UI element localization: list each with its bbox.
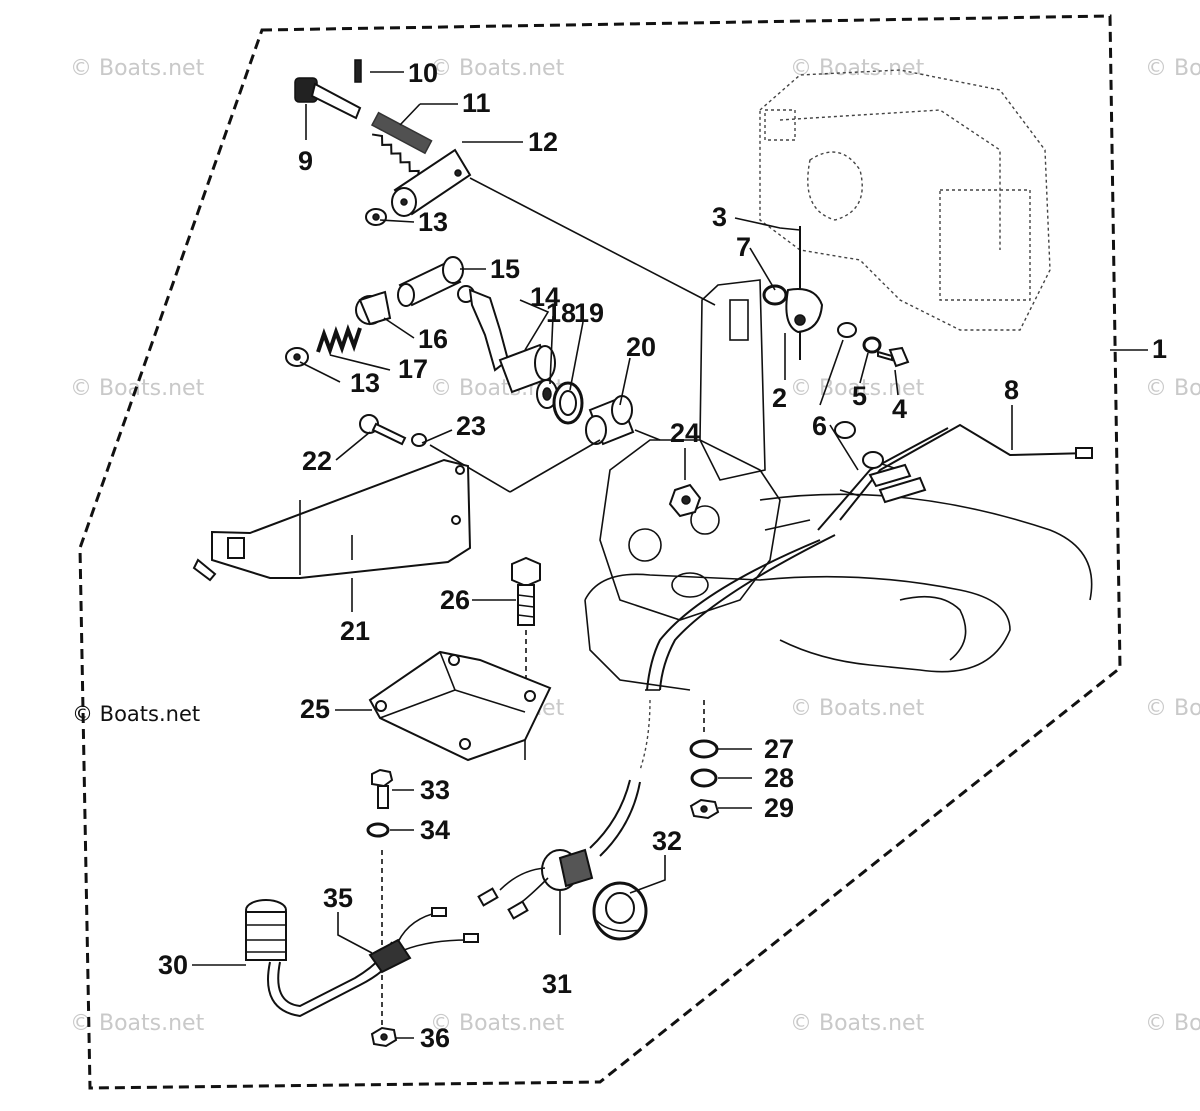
callout-1: 1	[1152, 334, 1167, 364]
part-19-bearing	[552, 381, 584, 425]
part-16-bushing	[355, 290, 392, 326]
callout-16: 16	[418, 324, 448, 354]
leader-lines	[192, 71, 1148, 1039]
callout-21: 21	[340, 616, 370, 646]
engine-block-outline	[584, 69, 1093, 691]
part-6-washer	[837, 322, 857, 338]
part-21-bracket	[192, 458, 472, 582]
part-4-bolt	[877, 346, 910, 368]
watermark: © Boats.net	[70, 56, 205, 81]
part-13-washer-lower	[285, 347, 309, 367]
callout-36: 36	[420, 1023, 450, 1053]
callout-35: 35	[323, 883, 353, 913]
part-25-mounting-plate	[368, 650, 552, 762]
callout-25: 25	[300, 694, 330, 724]
part-2-cam	[785, 288, 824, 334]
callout-20: 20	[626, 332, 656, 362]
part-29-nut	[689, 798, 720, 820]
part-33-screw	[371, 768, 394, 809]
callout-15: 15	[490, 254, 520, 284]
watermark: © Boats.net	[790, 1011, 925, 1036]
callout-26: 26	[440, 585, 470, 615]
watermark: © Boats.net	[1145, 1011, 1200, 1036]
callout-14: 14	[530, 282, 560, 312]
callout-4: 4	[892, 394, 907, 424]
callout-22: 22	[302, 446, 332, 476]
callout-12: 12	[528, 127, 558, 157]
callout-8: 8	[1004, 375, 1019, 405]
callout-17: 17	[398, 354, 428, 384]
callout-3: 3	[712, 202, 727, 232]
callout-18: 18	[546, 298, 576, 328]
part-23-washer	[411, 433, 427, 447]
callout-5: 5	[852, 381, 867, 411]
callout-27: 27	[764, 734, 794, 764]
part-11-spring	[370, 111, 433, 180]
part-35-clamp	[368, 850, 479, 1030]
callout-32: 32	[652, 826, 682, 856]
watermark: © Boats.net	[790, 696, 925, 721]
callout-labels: 1 2 3 4 5 6 7 8 9 10 11 12 13 13 14 15 1…	[158, 58, 1167, 1053]
callout-13-upper: 13	[418, 207, 448, 237]
part-28-lockwasher	[690, 768, 718, 788]
part-9-adjusting-knob	[294, 59, 362, 120]
callout-34: 34	[420, 815, 450, 845]
callout-19: 19	[574, 298, 604, 328]
callout-7: 7	[736, 232, 751, 262]
part-14-shift-lever	[457, 285, 556, 394]
leader-21-link	[509, 439, 601, 493]
part-22-bolt	[359, 414, 407, 446]
callout-13-lower: 13	[350, 368, 380, 398]
leader-23-dash	[429, 444, 511, 493]
callout-28: 28	[764, 763, 794, 793]
callout-29: 29	[764, 793, 794, 823]
watermark: © Boats.net	[1145, 56, 1200, 81]
part-24-nut	[668, 483, 702, 518]
watermark: © Boats.net	[1145, 376, 1200, 401]
callout-11: 11	[462, 88, 491, 118]
callout-9: 9	[298, 146, 313, 176]
part-15-collar	[397, 256, 464, 307]
watermark: © Boats.net	[70, 1011, 205, 1036]
watermark: © Boats.net	[1145, 696, 1200, 721]
callout-6: 6	[812, 411, 827, 441]
callout-2: 2	[772, 383, 787, 413]
watermark: © Boats.net	[430, 1011, 565, 1036]
watermark: © Boats.net	[430, 56, 565, 81]
watermark: © Boats.net	[790, 376, 925, 401]
part-17-spring	[316, 324, 362, 356]
callout-24: 24	[670, 418, 700, 448]
callout-23: 23	[456, 411, 486, 441]
part-30-switch	[245, 899, 403, 1018]
cable-run	[589, 534, 836, 857]
watermark: © Boats.net	[790, 56, 925, 81]
part-27-washer	[689, 739, 719, 759]
part-8-wiring-harness	[764, 421, 1093, 531]
assembly-boundary	[78, 14, 1122, 1090]
callout-30: 30	[158, 950, 188, 980]
part-31-connector	[477, 848, 594, 935]
part-34-washer	[366, 822, 390, 838]
callout-31: 31	[542, 969, 572, 999]
callout-33: 33	[420, 775, 450, 805]
part-7-washer	[762, 284, 788, 306]
part-26-bolt	[511, 556, 541, 690]
part-36-nut	[370, 1026, 398, 1048]
credit-label: © Boats.net	[72, 702, 200, 726]
part-5-lockwasher	[862, 336, 882, 354]
part-32-grommet	[592, 881, 648, 941]
part-13-washer-upper	[365, 208, 387, 226]
part-12-bracket	[391, 148, 716, 306]
callout-10: 10	[408, 58, 438, 88]
part-20-bushing	[585, 395, 661, 446]
